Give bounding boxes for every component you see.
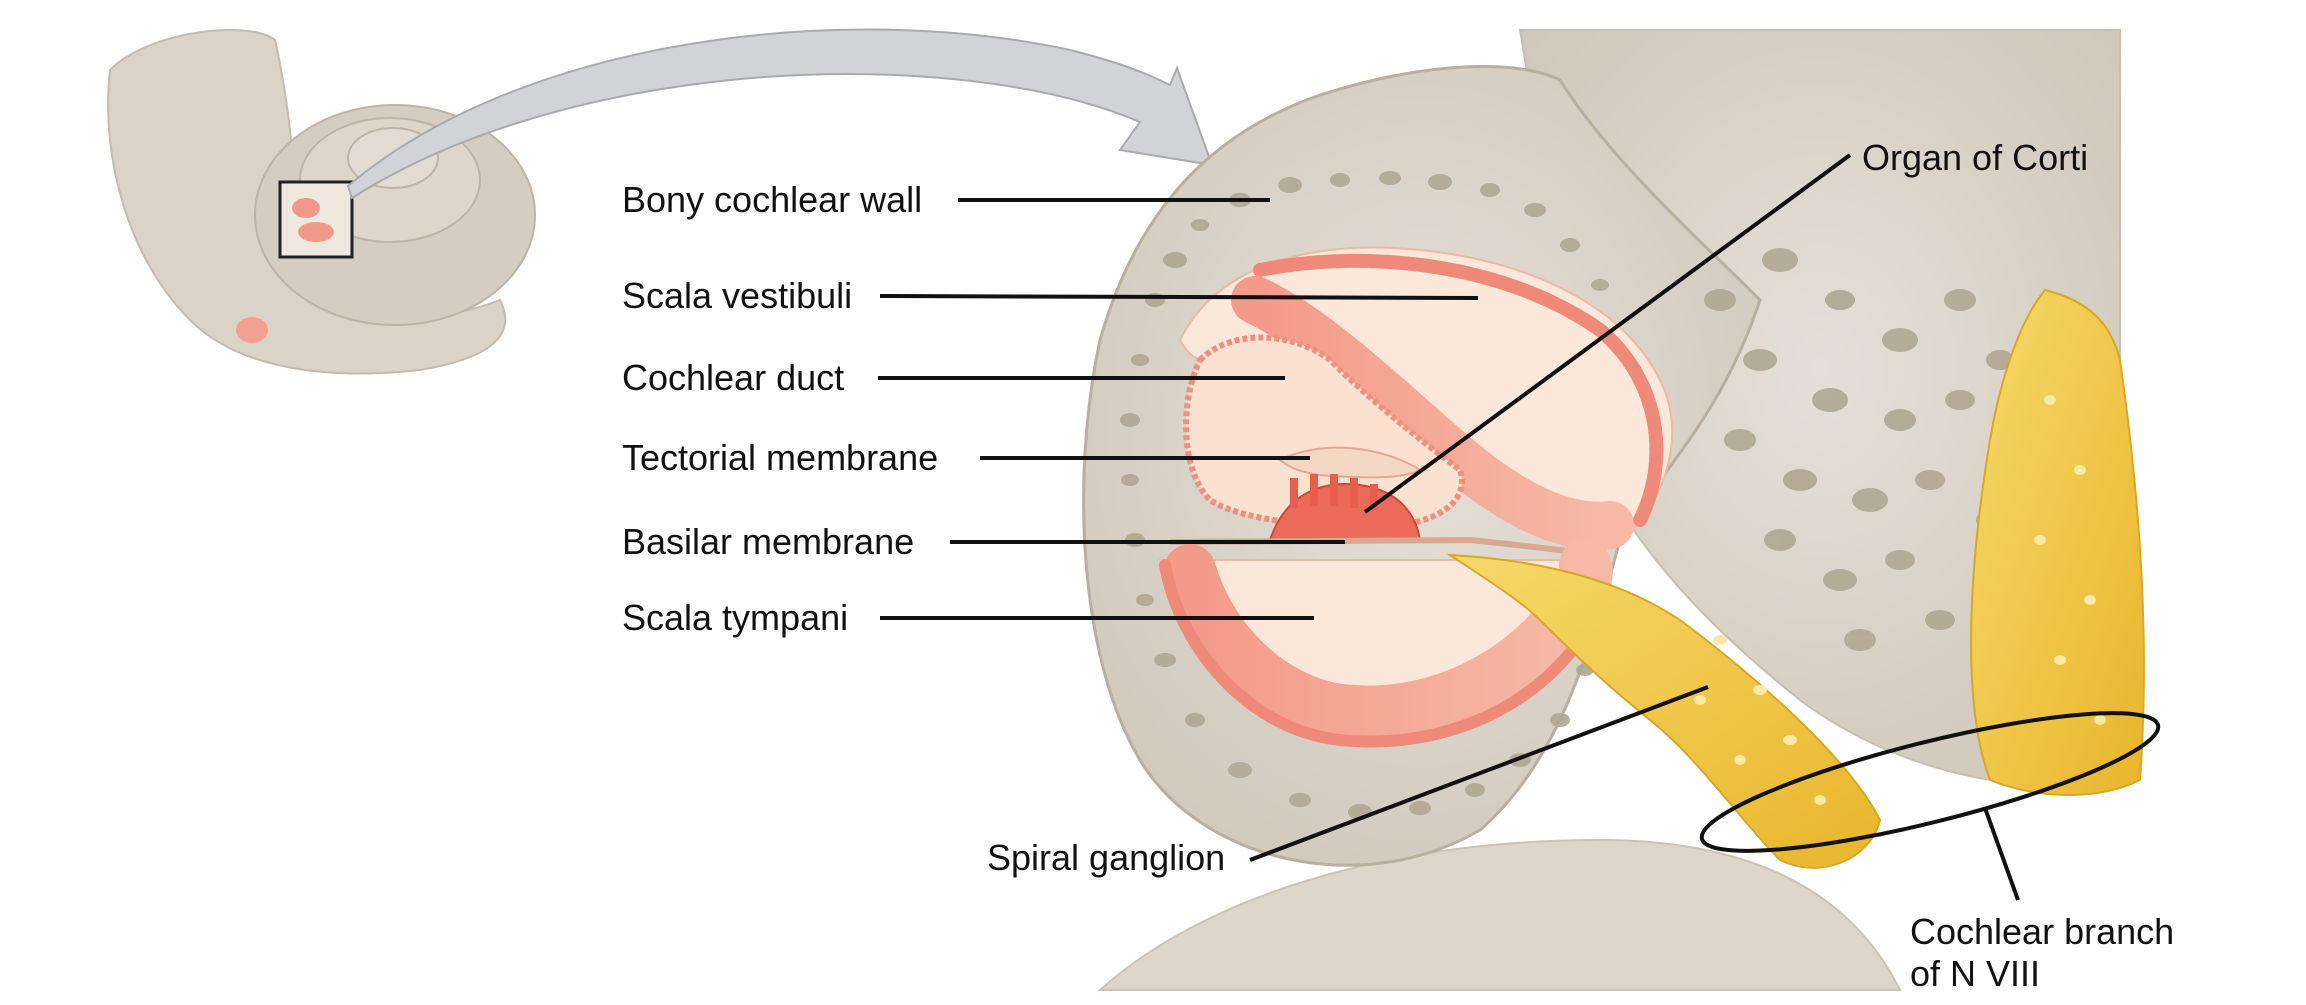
cochlear-nerve-cells	[2034, 395, 2106, 725]
label-cochlear-duct: Cochlear duct	[622, 357, 844, 398]
label-scala-vestibuli: Scala vestibuli	[622, 275, 852, 316]
temporal-bone-base	[1097, 838, 1902, 991]
leader-organ-of-corti	[1363, 153, 1852, 514]
leader-cochlear-branch	[1983, 807, 2020, 901]
cochlea-thumbnail	[107, 29, 536, 375]
cochlear-nerve-bundle	[1970, 288, 2145, 796]
label-organ-of-corti: Organ of Corti	[1862, 137, 2088, 178]
label-basilar-membrane: Basilar membrane	[622, 521, 914, 562]
thumbnail-inset-duct-lower	[298, 222, 334, 242]
label-scala-tympani: Scala tympani	[622, 597, 848, 638]
thumbnail-inset-box	[278, 180, 354, 259]
scala-tympani-lining	[1159, 559, 1586, 748]
cochlear-branch-ring	[1699, 711, 2161, 853]
leader-lines	[878, 153, 2020, 901]
scala-vestibuli-lining	[1253, 253, 1664, 527]
label-cochlear-branch-line2: of N VIII	[1910, 953, 2040, 994]
vestibular-band	[1231, 276, 1634, 550]
thumbnail-round-window	[236, 317, 268, 343]
tectorial-membrane-shape	[1278, 446, 1423, 479]
label-cochlear-branch-line1: Cochlear branch	[1910, 911, 2174, 952]
label-tectorial-membrane: Tectorial membrane	[622, 437, 938, 478]
leader-spiral-ganglion	[1249, 685, 1709, 862]
thumbnail-tube	[107, 29, 507, 375]
thumbnail-inset-duct	[292, 198, 320, 218]
leader-scala-vestibuli	[879, 294, 1479, 300]
cochlear-duct-shape	[1183, 334, 1465, 530]
label-spiral-ganglion: Spiral ganglion	[987, 837, 1225, 878]
zoom-arrow	[346, 28, 1214, 200]
spiral-ganglion-cells	[1694, 635, 1826, 805]
label-bony-cochlear-wall: Bony cochlear wall	[622, 179, 922, 220]
